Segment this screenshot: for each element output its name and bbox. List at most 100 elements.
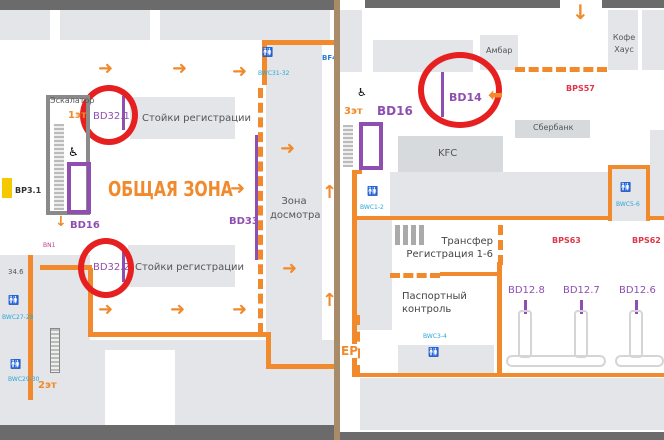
- checkin-label-1: Стойки регистрации: [142, 113, 251, 124]
- wc-icon: 🚻: [620, 183, 632, 193]
- wc-29-30: BWC29-30: [8, 376, 40, 383]
- route-wall: [266, 332, 271, 367]
- route-wall: [440, 272, 500, 276]
- wc-31-32: BWC31-32: [258, 70, 290, 77]
- bps63-label: BPS63: [552, 236, 581, 245]
- floor-label: 3эт: [344, 106, 363, 117]
- bps62-label: BPS62: [632, 236, 661, 245]
- gate-bd16-box: [67, 162, 91, 214]
- arrow-up-icon: ↑: [322, 182, 338, 203]
- wc-icon: 🚻: [8, 296, 20, 306]
- escalator-icon: [54, 124, 64, 210]
- security-zone-area: [266, 45, 322, 360]
- gate-bd12-7[interactable]: BD12.7: [563, 285, 600, 296]
- bn1-label: BN1: [43, 242, 56, 249]
- bps57-label: BPS57: [566, 84, 595, 93]
- jet-bridge: [518, 310, 532, 358]
- wc-icon: 🚻: [367, 187, 379, 197]
- escalator-label: Эскалатор: [50, 96, 95, 105]
- route-wall: [88, 332, 268, 337]
- area: [357, 220, 392, 330]
- wall: [365, 0, 560, 8]
- gate-bd16[interactable]: BD16: [377, 104, 413, 118]
- escalator-icon: [343, 125, 353, 167]
- arrow-right-icon: ➜: [170, 299, 186, 320]
- route-wall: [88, 268, 93, 336]
- arrow-up-icon: ↑: [322, 290, 338, 311]
- passport-control-label: Паспортный контроль: [402, 291, 467, 315]
- highlight-circle: [80, 85, 138, 145]
- transfer-label: Трансфер Регистрация 1-6: [406, 236, 493, 260]
- area: [390, 172, 610, 218]
- checkin-counter-area-2: [128, 245, 235, 287]
- arrow-right-icon: ➜: [280, 138, 296, 159]
- escalator-icon: [50, 328, 60, 373]
- highlight-circle: [78, 238, 134, 298]
- checkin-label-2: Стойки регистрации: [135, 262, 244, 273]
- gate-bd33[interactable]: BD33: [229, 216, 259, 227]
- arrow-right-icon: ➜: [230, 178, 246, 199]
- highlight-circle: [418, 52, 502, 128]
- area: [0, 255, 90, 425]
- gate-marker: [255, 135, 258, 260]
- gate-marker: [580, 300, 583, 314]
- jet-bridge: [629, 310, 643, 358]
- bf4-label: BF4: [322, 54, 337, 62]
- arrow-right-icon: ➜: [232, 61, 248, 82]
- wall: [602, 0, 664, 8]
- right-map-panel: Амбар Кофе Хаус BPS57 ↓ BD14 ⬅ ♿ 3эт BD1…: [340, 0, 664, 440]
- area: [398, 345, 494, 375]
- wc-27-28: BWC27-28: [2, 314, 34, 321]
- arrow-left-icon: ⬅: [488, 85, 504, 106]
- counters-icon: [395, 225, 427, 245]
- route-wall: [646, 216, 664, 220]
- arrow-right-icon: ➜: [98, 58, 114, 79]
- room-label: 34.6: [8, 268, 24, 276]
- gate-bd12-8[interactable]: BD12.8: [508, 285, 545, 296]
- checkin-counter-area-1: [130, 97, 235, 139]
- wc-area: [608, 165, 650, 221]
- wall: [340, 432, 664, 440]
- jet-bridge: [574, 310, 588, 358]
- gate-bd12-6[interactable]: BD12.6: [619, 285, 656, 296]
- gate-marker: [524, 300, 527, 314]
- route-wall: [262, 40, 267, 85]
- arrow-right-icon: ➜: [232, 299, 248, 320]
- arrow-down-icon: ↓: [55, 214, 67, 230]
- area: [340, 10, 362, 72]
- wc-icon: 🚻: [10, 360, 22, 370]
- area: [60, 10, 150, 40]
- route-wall: [355, 216, 611, 220]
- route-wall: [40, 265, 92, 270]
- wall: [0, 0, 336, 10]
- arrow-down-icon: ↓: [572, 0, 589, 24]
- edge-label: EP: [341, 344, 358, 358]
- route-wall: [355, 373, 664, 377]
- route-wall: [352, 172, 357, 377]
- coffee-label: Кофе Хаус: [612, 33, 636, 54]
- route-wall: [497, 262, 502, 377]
- area: [642, 10, 664, 70]
- area: [160, 10, 330, 40]
- accessibility-icon: ♿: [357, 86, 367, 99]
- route-dashed: [390, 273, 440, 278]
- wall: [0, 425, 336, 440]
- arrow-right-icon: ➜: [98, 299, 114, 320]
- sberbank-area: [515, 120, 590, 138]
- route-dashed: [258, 88, 263, 333]
- route-dashed: [515, 67, 607, 72]
- ambar-label: Амбар: [486, 46, 513, 55]
- sberbank-label: Сбербанк: [533, 123, 574, 132]
- bp31-label: BP3.1: [15, 186, 42, 195]
- route-wall: [262, 40, 336, 45]
- route-wall: [266, 364, 336, 369]
- coffee-area: [608, 10, 638, 70]
- wc-1-2: BWC1-2: [360, 204, 384, 211]
- route-dashed: [498, 225, 503, 265]
- common-zone-label: ОБЩАЯ ЗОНА: [108, 177, 233, 201]
- gate-bd16[interactable]: BD16: [70, 220, 100, 231]
- wc-icon: 🚻: [428, 348, 440, 358]
- arrow-right-icon: ➜: [282, 258, 298, 279]
- gate-bd16-box: [359, 122, 383, 170]
- panel-divider: [334, 0, 340, 440]
